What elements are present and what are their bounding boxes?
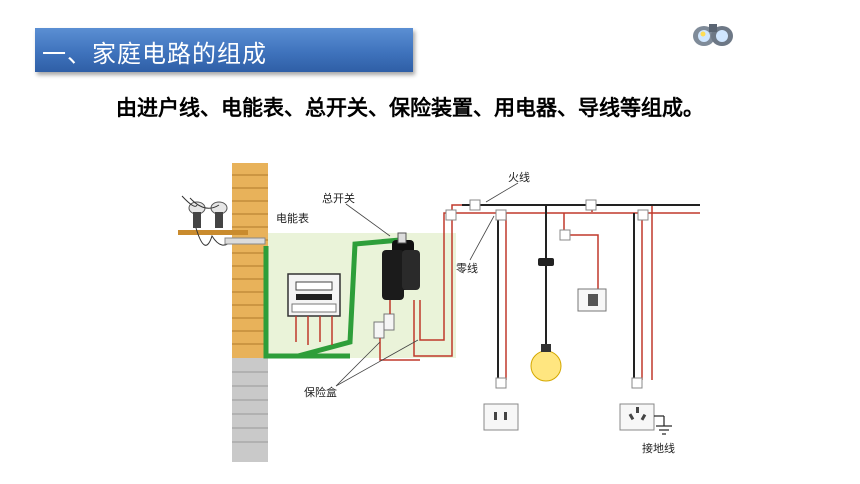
wall-sockets bbox=[483, 403, 655, 431]
section-title: 一、家庭电路的组成 bbox=[42, 40, 267, 68]
neutral-wires bbox=[462, 204, 700, 385]
main-switch bbox=[382, 232, 420, 300]
wall-switch bbox=[577, 288, 607, 312]
section-title-bar: 一、家庭电路的组成 bbox=[35, 28, 413, 72]
main-switch-label: 总开关 bbox=[322, 191, 355, 205]
neutral-wire-label: 零线 bbox=[456, 261, 478, 275]
live-wire-label: 火线 bbox=[508, 170, 530, 184]
fuse-boxes bbox=[373, 300, 420, 361]
light-bulb bbox=[530, 258, 562, 382]
binoculars-icon bbox=[693, 24, 733, 46]
brick-wall bbox=[232, 163, 268, 462]
ground-wire-label: 接地线 bbox=[642, 441, 675, 455]
fuse-box-label: 保险盒 bbox=[304, 385, 337, 399]
service-entrance bbox=[178, 195, 266, 246]
ground-symbol bbox=[654, 415, 672, 435]
label-leaders bbox=[335, 182, 519, 387]
intro-sentence: 由进户线、电能表、总开关、保险装置、用电器、导线等组成。 bbox=[116, 96, 704, 120]
meter-label: 电能表 bbox=[276, 211, 309, 225]
live-wires bbox=[413, 204, 700, 380]
electric-meter bbox=[287, 273, 341, 345]
wire-connectors bbox=[445, 199, 649, 389]
